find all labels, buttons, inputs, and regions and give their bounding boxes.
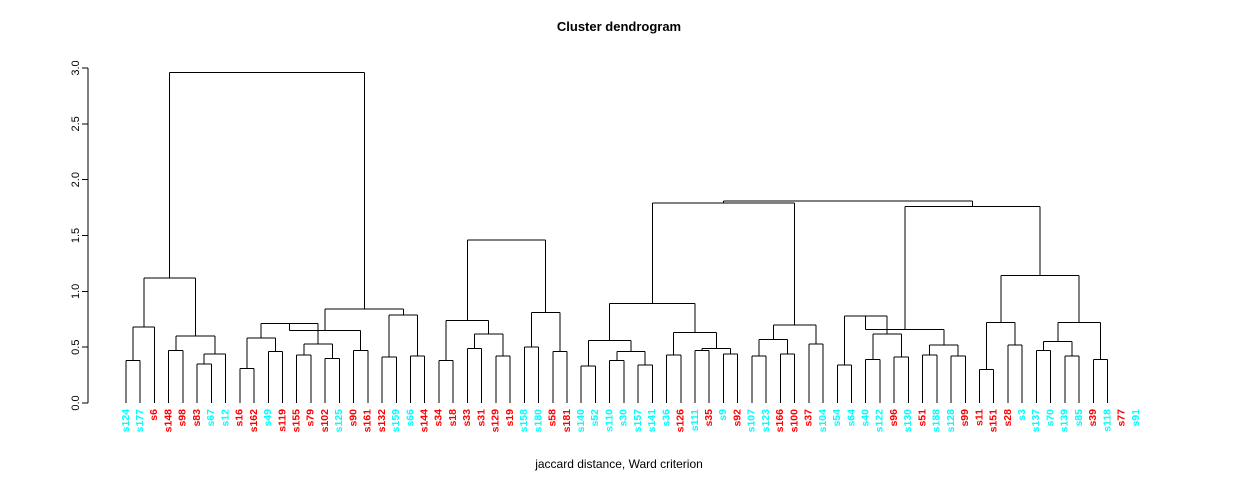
x-axis-label: jaccard distance, Ward criterion [535, 457, 703, 471]
leaf-label: s9 [717, 409, 729, 421]
y-axis-tick-label: 0.0 [70, 395, 82, 410]
leaf-label: s79 [305, 409, 317, 427]
leaf-label: s140 [575, 409, 587, 433]
leaf-label: s85 [1073, 409, 1085, 427]
leaf-label: s31 [475, 409, 487, 427]
leaf-label: s161 [362, 409, 374, 433]
leaf-label: s110 [603, 409, 615, 432]
leaf-label: s188 [931, 409, 943, 433]
leaf-label: s126 [675, 409, 687, 433]
y-axis-tick-label: 1.0 [70, 284, 82, 299]
leaf-label: s98 [177, 409, 189, 427]
y-axis-tick-label: 0.5 [70, 340, 82, 355]
dendrogram-tree [125, 71, 1109, 403]
leaf-label: s102 [319, 409, 331, 433]
leaf-label: s130 [902, 409, 914, 433]
leaf-label: s16 [234, 409, 246, 427]
leaf-label: s90 [347, 409, 359, 427]
y-axis: 0.0 0.5 1.0 1.5 2.0 2.5 3.0 [70, 60, 89, 411]
leaf-label: s141 [646, 409, 658, 433]
leaf-label: s139 [1059, 409, 1071, 433]
leaf-label: s70 [1044, 409, 1056, 427]
leaf-label: s124 [120, 409, 132, 433]
leaf-label: s51 [916, 409, 928, 427]
leaf-label: s118 [1101, 409, 1113, 432]
leaf-label: s66 [404, 409, 416, 427]
leaf-label: s132 [376, 409, 388, 433]
leaf-label: s37 [803, 409, 815, 427]
leaf-label: s99 [959, 409, 971, 427]
leaf-label: s67 [205, 409, 217, 427]
leaf-label: s36 [660, 409, 672, 427]
leaf-label: s12 [219, 409, 231, 427]
y-axis-tick-label: 2.5 [70, 116, 82, 131]
leaf-label: s28 [1002, 409, 1014, 427]
leaf-label: s83 [191, 409, 203, 427]
leaf-label: s77 [1116, 409, 1128, 427]
leaf-label: s18 [447, 409, 459, 427]
leaf-label: s52 [589, 409, 601, 427]
leaf-label: s151 [988, 409, 1000, 433]
leaf-label: s6 [148, 409, 160, 421]
leaf-label: s11 [973, 409, 985, 426]
leaf-label: s100 [788, 409, 800, 433]
leaf-label: s39 [1087, 409, 1099, 427]
leaf-label: s166 [774, 409, 786, 433]
leaf-label: s91 [1130, 409, 1142, 427]
leaf-label: s33 [461, 409, 473, 427]
leaf-label: s159 [390, 409, 402, 433]
leaf-label: s155 [290, 409, 302, 433]
leaf-label: s181 [561, 409, 573, 433]
leaf-label: s34 [433, 409, 445, 427]
leaf-label: s122 [874, 409, 886, 433]
leaf-label: s30 [618, 409, 630, 427]
leaf-label: s104 [817, 409, 829, 433]
leaf-label: s157 [632, 409, 644, 433]
y-axis-tick-label: 2.0 [70, 172, 82, 187]
leaf-label: s129 [490, 409, 502, 433]
leaf-label: s107 [746, 409, 758, 433]
leaf-label: s58 [547, 409, 559, 427]
leaf-label: s64 [845, 409, 857, 427]
leaf-label: s3 [1016, 409, 1028, 421]
y-axis-tick-label: 1.5 [70, 228, 82, 243]
leaf-label: s180 [532, 409, 544, 433]
leaf-label: s125 [333, 409, 345, 433]
leaf-label: s128 [945, 409, 957, 433]
leaf-label: s162 [248, 409, 260, 433]
leaf-label: s148 [162, 409, 174, 433]
leaf-label: s137 [1030, 409, 1042, 433]
leaf-label: s92 [731, 409, 743, 427]
leaf-label: s111 [689, 409, 701, 431]
leaf-label: s96 [888, 409, 900, 427]
leaf-label: s123 [760, 409, 772, 433]
leaf-label: s49 [262, 409, 274, 427]
leaf-label: s35 [703, 409, 715, 427]
page-title: Cluster dendrogram [556, 19, 682, 34]
leaf-label: s177 [134, 409, 146, 433]
leaf-label: s158 [518, 409, 530, 433]
leaf-label: s40 [859, 409, 871, 427]
leaf-label: s144 [419, 409, 431, 433]
y-axis-tick-label: 3.0 [70, 60, 82, 75]
leaf-label: s19 [504, 409, 516, 427]
leaf-label: s119 [276, 409, 288, 432]
leaf-label: s54 [831, 409, 843, 427]
